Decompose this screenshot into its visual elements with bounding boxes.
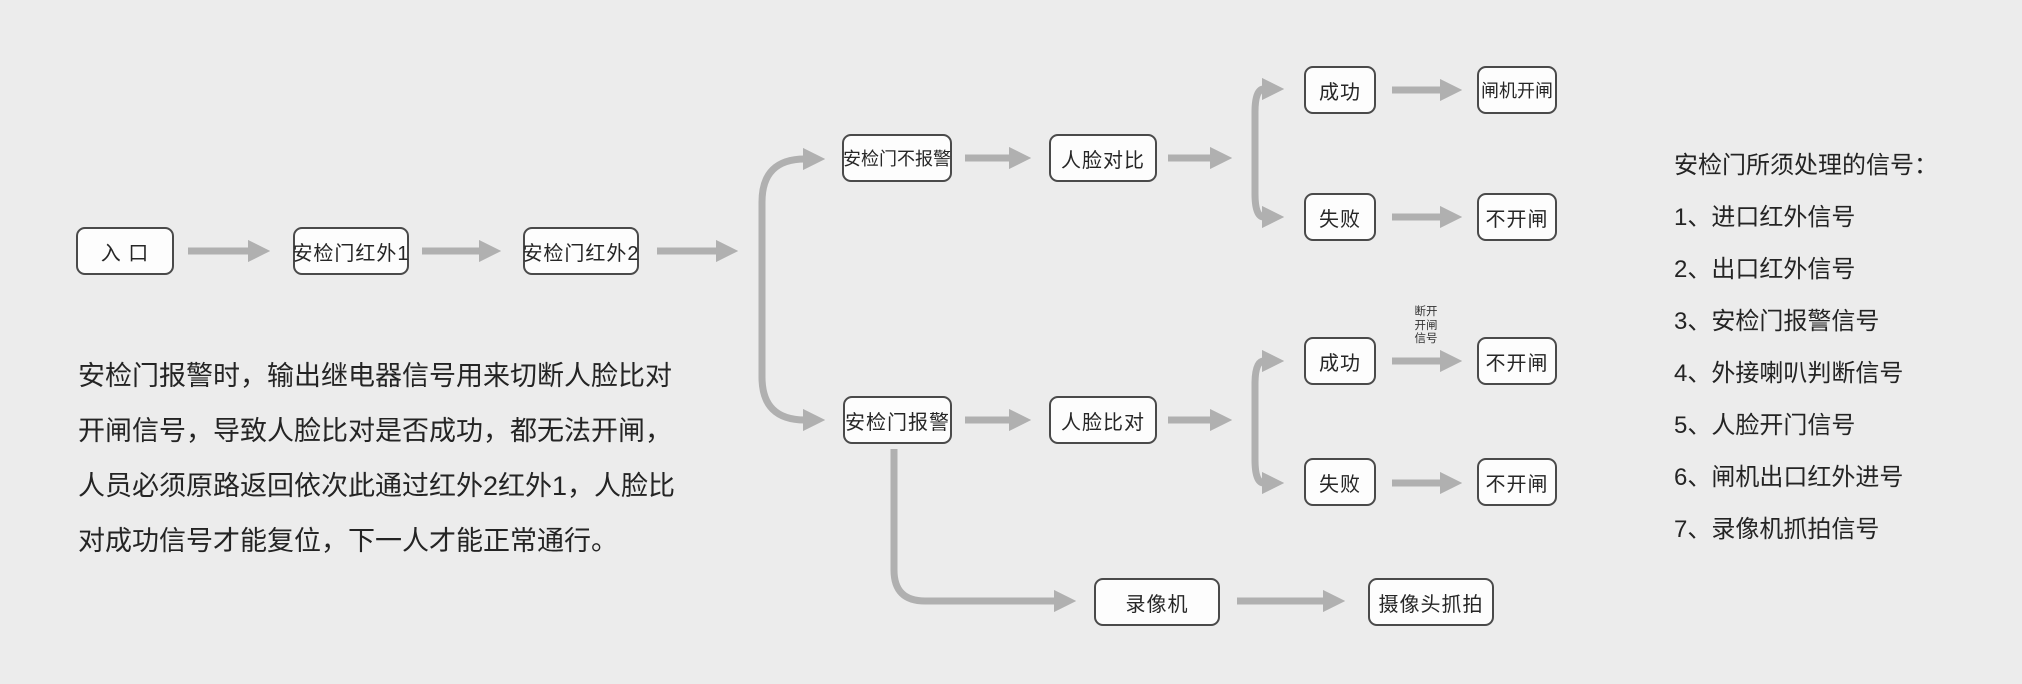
node-no-open-bottom1: 不开闸 (1477, 337, 1557, 385)
node-video-recorder: 录像机 (1094, 578, 1220, 626)
node-fail-top: 失败 (1304, 193, 1376, 241)
signal-list-item: 7、录像机抓拍信号 (1674, 516, 1880, 543)
note-line: 开闸信号，导致人脸比对是否成功，都无法开闸， (78, 416, 672, 446)
note-line: 对成功信号才能复位，下一人才能正常通行。 (78, 526, 618, 556)
note-line: 安检门报警时，输出继电器信号用来切断人脸比对 (78, 361, 672, 391)
signal-list-title: 安检门所须处理的信号： (1674, 152, 1938, 179)
note-line: 人员必须原路返回依次此通过红外2红外1，人脸比 (78, 471, 676, 501)
node-security-gate-ir2: 安检门红外2 (522, 227, 639, 275)
node-fail-bottom: 失败 (1304, 458, 1376, 506)
edge-label-line: 断开 (1414, 306, 1438, 318)
note-paragraph: 安检门报警时，输出继电器信号用来切断人脸比对 开闸信号，导致人脸比对是否成功，都… (78, 349, 675, 569)
edge-label-cut-open-signal: 断开 开闸 信号 (1398, 306, 1454, 347)
signal-list-item: 2、出口红外信号 (1674, 256, 1856, 283)
node-success-top: 成功 (1304, 66, 1376, 114)
node-success-bottom: 成功 (1304, 337, 1376, 385)
edge-label-line: 开闸 (1414, 319, 1438, 332)
node-face-compare-bottom: 人脸比对 (1049, 396, 1157, 444)
signal-list-item: 4、外接喇叭判断信号 (1674, 360, 1904, 387)
node-entrance: 入 口 (76, 227, 174, 275)
signal-list-item: 5、人脸开门信号 (1674, 412, 1856, 439)
node-gate-alarm: 安检门报警 (843, 396, 952, 444)
node-no-open-bottom2: 不开闸 (1477, 458, 1557, 506)
signal-list-item: 6、闸机出口红外进号 (1674, 464, 1904, 491)
node-no-open-top: 不开闸 (1477, 193, 1557, 241)
node-face-compare-top: 人脸对比 (1049, 134, 1157, 182)
node-gate-no-alarm: 安检门不报警 (842, 134, 952, 182)
signal-list-item: 3、安检门报警信号 (1674, 308, 1880, 335)
signal-list-item: 1、进口红外信号 (1674, 204, 1856, 231)
signal-list: 安检门所须处理的信号： 1、进口红外信号 2、出口红外信号 3、安检门报警信号 … (1674, 140, 1938, 556)
node-security-gate-ir1: 安检门红外1 (292, 227, 409, 275)
edge-label-line: 信号 (1414, 333, 1438, 345)
node-gate-open: 闸机开闸 (1477, 66, 1557, 114)
node-camera-capture: 摄像头抓拍 (1368, 578, 1494, 626)
